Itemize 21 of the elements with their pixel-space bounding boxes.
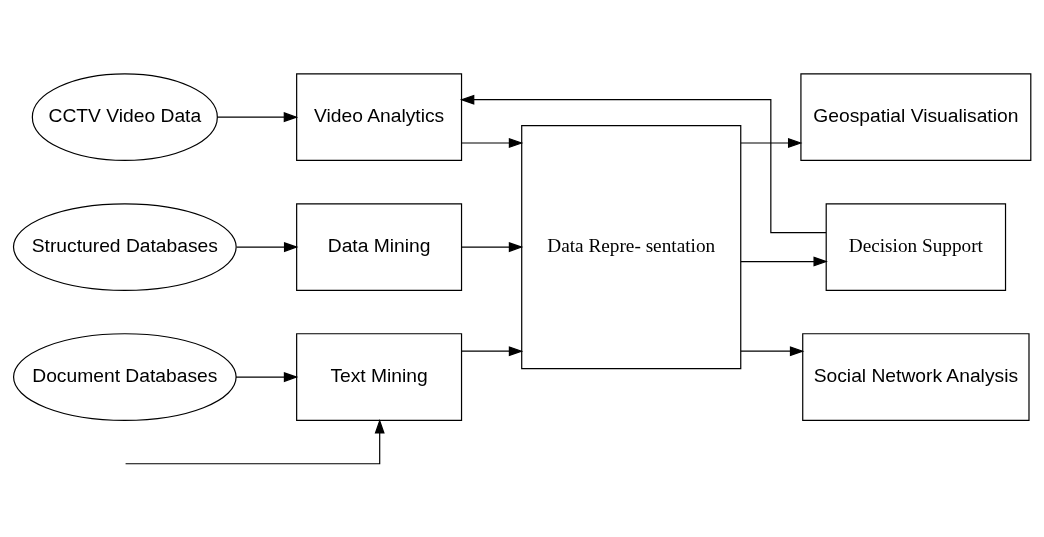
node-box: Text Mining: [296, 332, 463, 421]
node-box: Decision Support: [825, 202, 1007, 291]
arrow: [740, 345, 805, 356]
arrow: [461, 345, 524, 356]
node-box: Data Mining: [296, 202, 463, 291]
node-ellipse: Structured Databases: [12, 202, 237, 291]
arrow: [740, 256, 828, 267]
arrow: [461, 241, 524, 252]
node-ellipse: Document Databases: [13, 332, 237, 421]
arrow: [461, 137, 524, 148]
arrow: [740, 137, 803, 148]
node-box: Social Network Analysis: [802, 332, 1030, 421]
node-box: Geospatial Visualisation: [800, 72, 1032, 161]
arrow: [235, 371, 299, 382]
node-ellipse: CCTV Video Data: [31, 72, 218, 161]
arrow: [459, 94, 827, 233]
arrow: [124, 418, 385, 464]
arrow: [216, 111, 299, 122]
node-box: Video Analytics: [296, 72, 463, 161]
node-box: Data Repre- sentation: [521, 124, 742, 369]
arrow: [236, 241, 299, 252]
